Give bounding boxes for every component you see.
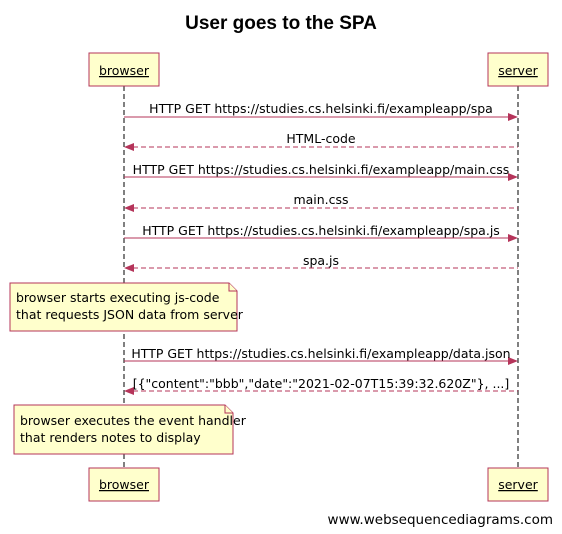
participant-label: server: [498, 63, 538, 78]
arrowhead-icon: [508, 113, 518, 121]
message-label: [{"content":"bbb","date":"2021-02-07T15:…: [133, 376, 510, 391]
message-get-spa: HTTP GET https://studies.cs.helsinki.fi/…: [124, 101, 518, 121]
note-line: that requests JSON data from server: [16, 307, 244, 322]
arrowhead-icon: [124, 204, 134, 212]
arrowhead-icon: [124, 264, 134, 272]
note-line: browser executes the event handler: [20, 413, 247, 428]
note-line: that renders notes to display: [20, 430, 201, 445]
arrowhead-icon: [508, 234, 518, 242]
arrowhead-icon: [124, 387, 134, 395]
watermark: www.websequencediagrams.com: [328, 512, 553, 528]
participant-label: browser: [99, 477, 150, 492]
participant-server-bottom: server: [487, 467, 549, 502]
participant-server-top: server: [487, 52, 549, 87]
arrowhead-icon: [508, 357, 518, 365]
message-label: HTTP GET https://studies.cs.helsinki.fi/…: [133, 162, 510, 177]
arrowhead-icon: [124, 143, 134, 151]
participant-label: browser: [99, 63, 150, 78]
message-label: spa.js: [303, 253, 339, 268]
arrowhead-icon: [508, 173, 518, 181]
note-line: browser starts executing js-code: [16, 290, 220, 305]
participant-browser-bottom: browser: [88, 467, 160, 502]
message-label: HTML-code: [286, 131, 356, 146]
note-js-execution: browser starts executing js-code that re…: [9, 282, 244, 332]
message-spa-js: spa.js: [124, 253, 518, 272]
message-label: HTTP GET https://studies.cs.helsinki.fi/…: [131, 346, 510, 361]
message-json-data: [{"content":"bbb","date":"2021-02-07T15:…: [124, 376, 518, 395]
message-get-main-css: HTTP GET https://studies.cs.helsinki.fi/…: [124, 162, 518, 181]
message-label: HTTP GET https://studies.cs.helsinki.fi/…: [149, 101, 493, 116]
message-main-css: main.css: [124, 192, 518, 212]
diagram-title: User goes to the SPA: [185, 13, 377, 34]
message-label: HTTP GET https://studies.cs.helsinki.fi/…: [142, 223, 500, 238]
message-html-code: HTML-code: [124, 131, 518, 151]
message-get-data-json: HTTP GET https://studies.cs.helsinki.fi/…: [124, 346, 518, 365]
message-get-spa-js: HTTP GET https://studies.cs.helsinki.fi/…: [124, 223, 518, 242]
participant-browser-top: browser: [88, 52, 160, 87]
note-event-handler: browser executes the event handler that …: [13, 404, 247, 455]
participant-label: server: [498, 477, 538, 492]
message-label: main.css: [293, 192, 348, 207]
